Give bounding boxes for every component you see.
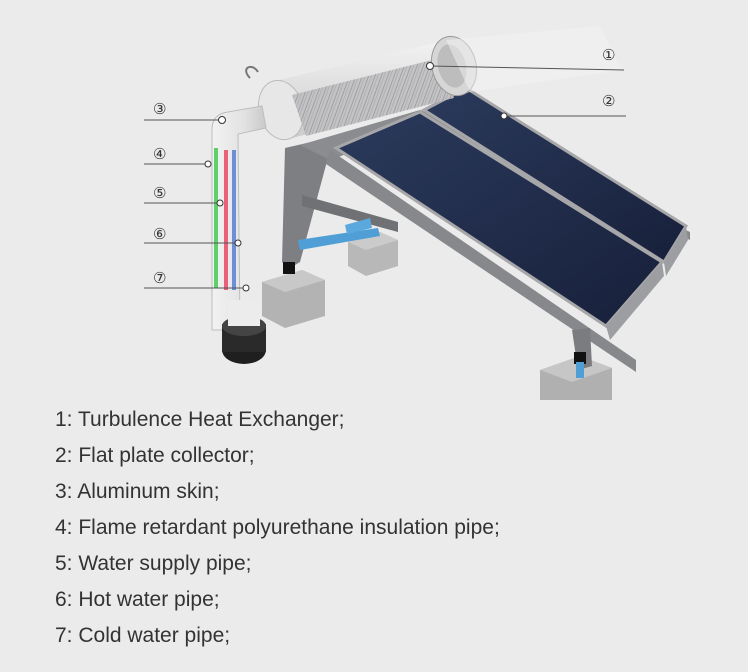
callout-6: ⑥ xyxy=(153,225,166,243)
legend-item-water-supply-pipe: 5: Water supply pipe; xyxy=(55,552,252,575)
callout-1: ① xyxy=(602,46,615,64)
legend-item-flat-plate-collector: 2: Flat plate collector; xyxy=(55,444,255,467)
callout-5: ⑤ xyxy=(153,184,166,202)
leader-dots xyxy=(204,62,508,292)
flat-plate-collector xyxy=(332,86,689,340)
callout-3: ③ xyxy=(153,100,166,118)
callout-7: ⑦ xyxy=(153,269,166,287)
leader-lines xyxy=(144,65,626,289)
legend-item-aluminum-skin: 3: Aluminum skin; xyxy=(55,480,220,503)
legend-item-hot-water-pipe: 6: Hot water pipe; xyxy=(55,588,220,611)
legend-item-turbulence-heat-exchanger: 1: Turbulence Heat Exchanger; xyxy=(55,408,345,431)
component-legend: 1: Turbulence Heat Exchanger; 2: Flat pl… xyxy=(55,402,500,654)
legend-item-insulation-pipe: 4: Flame retardant polyurethane insulati… xyxy=(55,516,500,539)
callout-2: ② xyxy=(602,92,615,110)
support-pipes xyxy=(298,218,584,378)
water-tank xyxy=(245,26,622,141)
solar-water-heater-diagram: ① ② ③ ④ ⑤ ⑥ ⑦ xyxy=(144,26,690,400)
legend-item-cold-water-pipe: 7: Cold water pipe; xyxy=(55,624,231,647)
insulation-pipe xyxy=(211,105,267,364)
callout-4: ④ xyxy=(153,145,166,163)
